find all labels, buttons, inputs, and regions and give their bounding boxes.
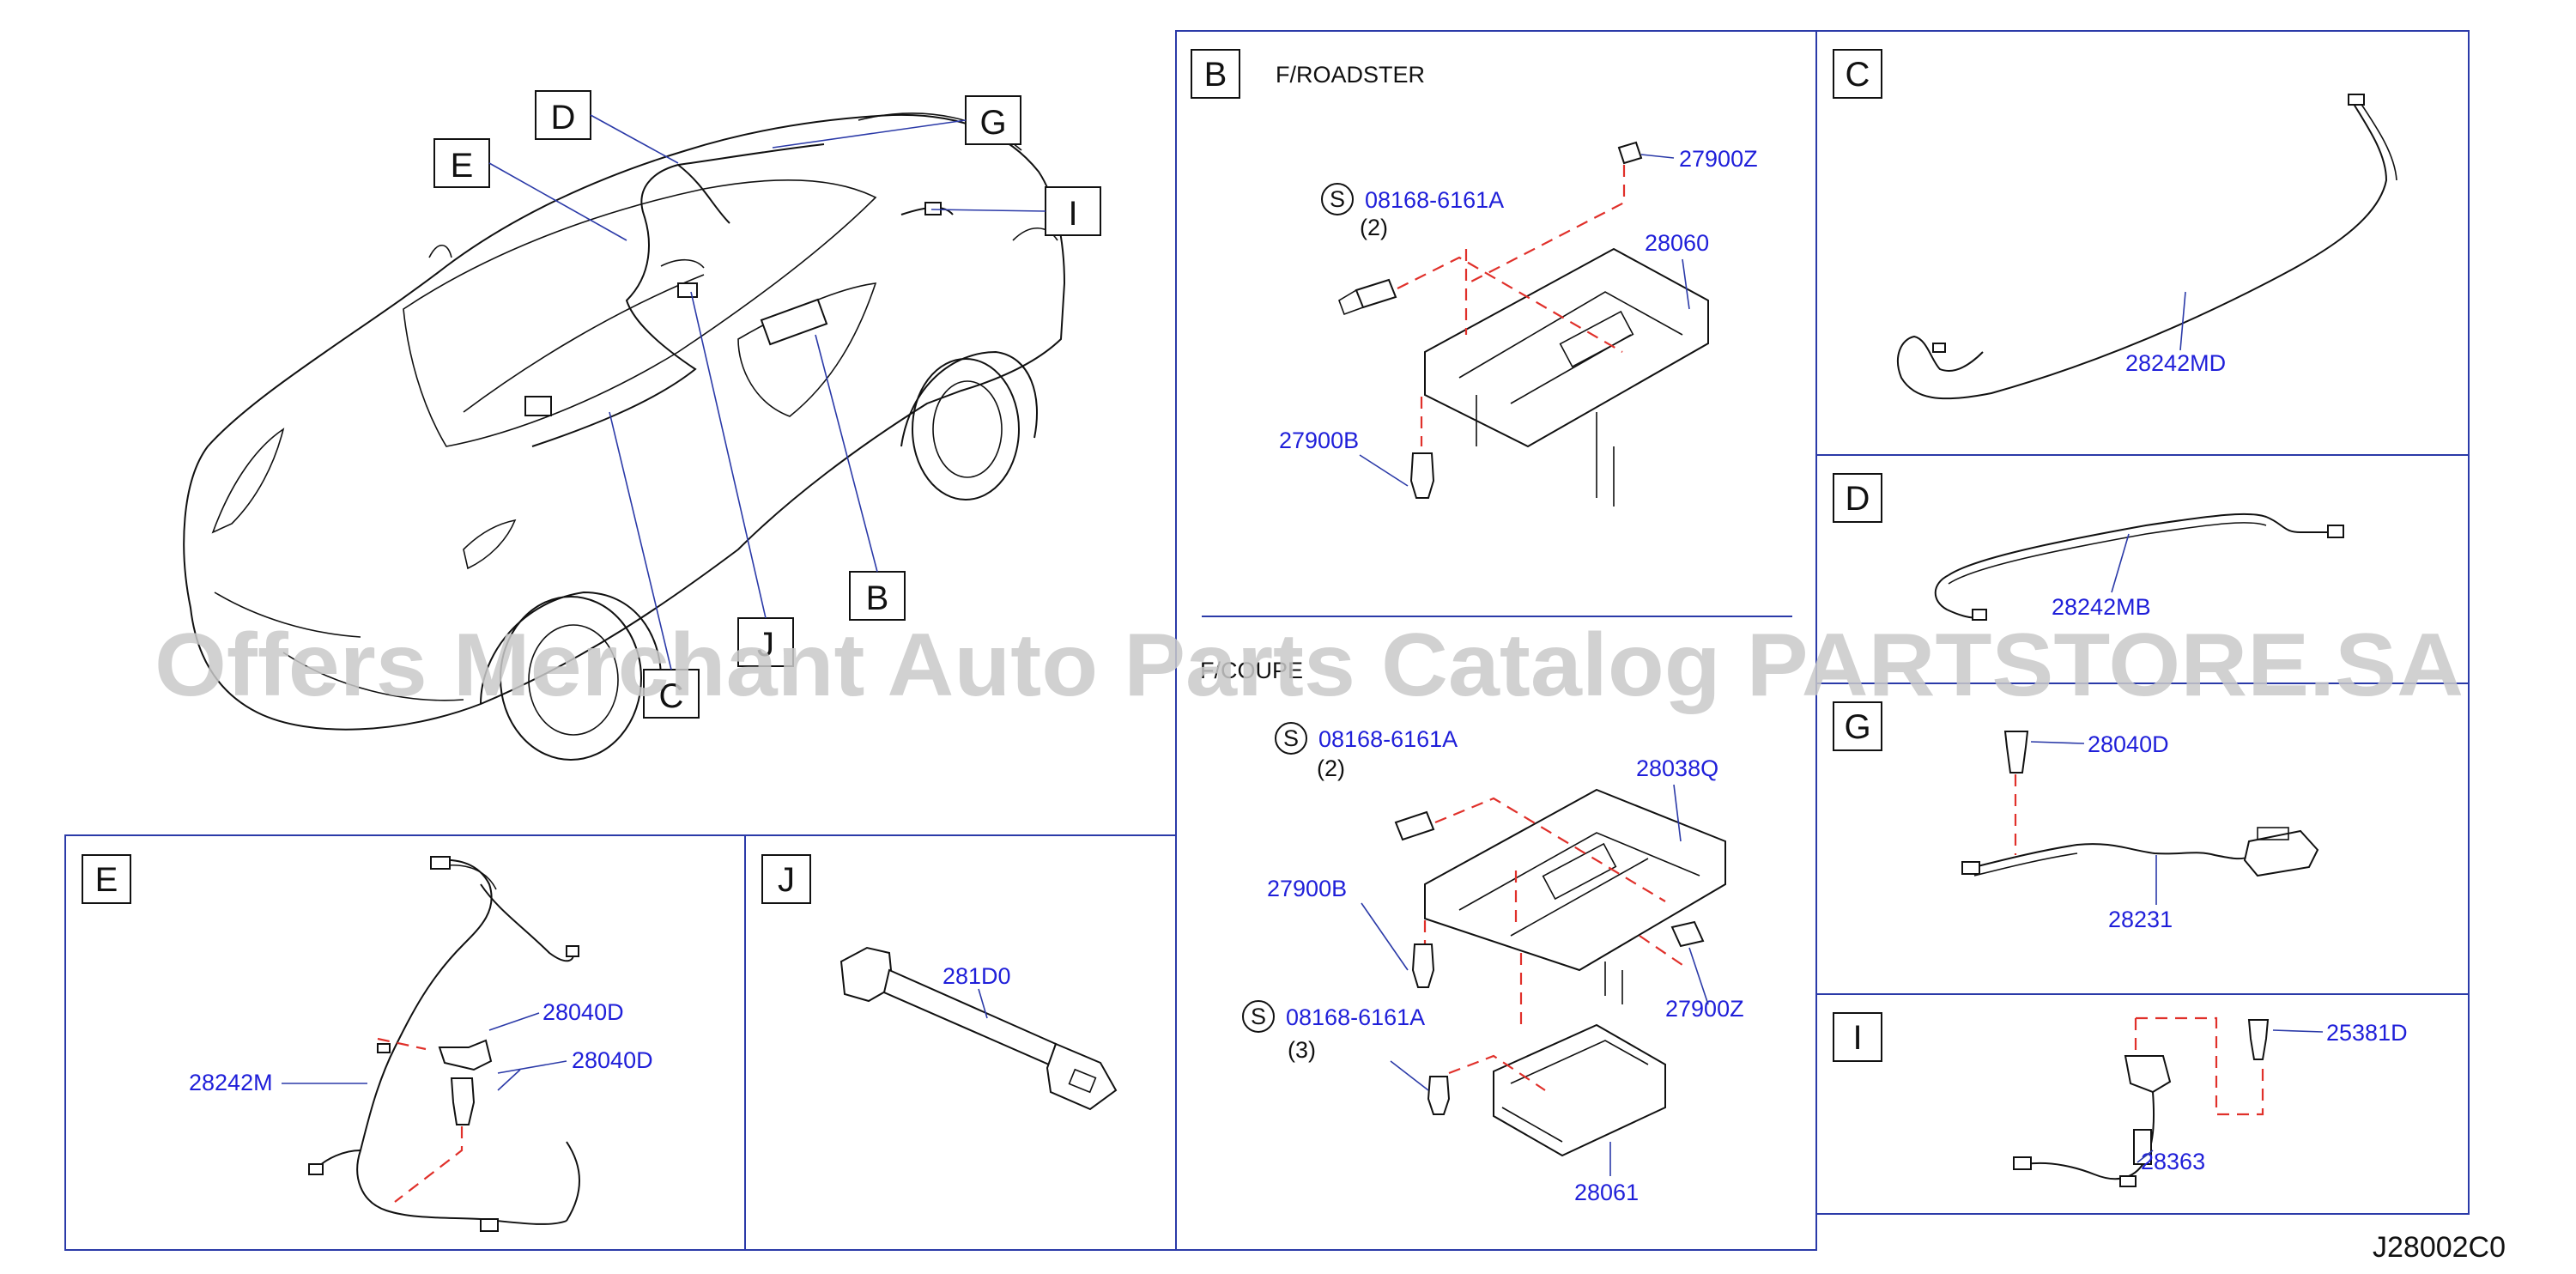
section-c: C 28242MD [1833,49,2397,400]
section-b-letter: B [1204,56,1227,94]
part-28242mb: 28242MB [2052,594,2151,620]
screw-s-marker-bottom-2: S [1251,1004,1266,1029]
car-callout-g: G [979,104,1006,142]
car-callout-e: E [451,147,474,185]
screw-s-marker-bottom-1: S [1283,725,1299,751]
section-i-letter: I [1852,1019,1862,1057]
part-08168-6161a-bottom-2: 08168-6161A [1286,1004,1425,1030]
section-i: I 25381D 28363 [1833,1012,2408,1187]
section-e: E 28040D 28040D 28242M [82,854,653,1232]
variant-roadster-label: F/ROADSTER [1276,62,1425,88]
part-27900b-bottom: 27900B [1267,876,1347,901]
car-callout-c: C [659,677,684,715]
part-28242md: 28242MD [2125,350,2226,376]
section-g-letter: G [1844,708,1870,746]
section-d: D 28242MB [1833,473,2344,621]
section-frames [64,30,2470,1251]
section-b: B F/ROADSTER S 08168-6161A (2) 27900Z 28… [1191,49,1758,1205]
part-08168-6161a-bottom-1: 08168-6161A [1318,726,1458,752]
section-j-letter: J [778,861,795,899]
part-28061: 28061 [1574,1180,1639,1205]
part-28363: 28363 [2141,1149,2205,1174]
part-281d0: 281D0 [943,963,1011,989]
part-08168-6161a-top: 08168-6161A [1365,187,1504,213]
qty-bottom-1: (2) [1317,755,1345,781]
part-25381d: 25381D [2326,1020,2408,1046]
qty-bottom-2: (3) [1288,1037,1316,1063]
section-c-letter: C [1846,56,1870,94]
car-callout-i: I [1068,195,1077,233]
section-g: G 28040D 28231 [1833,701,2319,932]
car-callout-b: B [866,579,889,617]
section-e-letter: E [95,861,118,899]
part-28231: 28231 [2108,907,2173,932]
part-27900b-top: 27900B [1279,428,1359,453]
qty-top: (2) [1360,215,1388,240]
screw-s-marker-top: S [1330,186,1345,212]
diagram-code: J28002C0 [2373,1231,2506,1264]
car-callout-j: J [757,626,774,664]
watermark-text: Offers Merchant Auto Parts Catalog PARTS… [155,616,2464,715]
section-j: J 281D0 [761,854,1118,1111]
part-27900z-bottom: 27900Z [1665,996,1744,1022]
part-28038q: 28038Q [1636,755,1718,781]
section-d-letter: D [1846,480,1870,518]
part-28040d-g: 28040D [2088,731,2169,757]
part-28060: 28060 [1645,230,1709,256]
part-28242m: 28242M [189,1070,273,1095]
car-callout-d: D [551,99,576,136]
variant-coupe-label: F/COUPE [1200,658,1303,683]
part-28040d-e1: 28040D [542,999,624,1025]
car-overview: D G E I B J C [183,90,1101,761]
part-28040d-e2: 28040D [572,1047,653,1073]
part-27900z-top: 27900Z [1679,146,1758,172]
